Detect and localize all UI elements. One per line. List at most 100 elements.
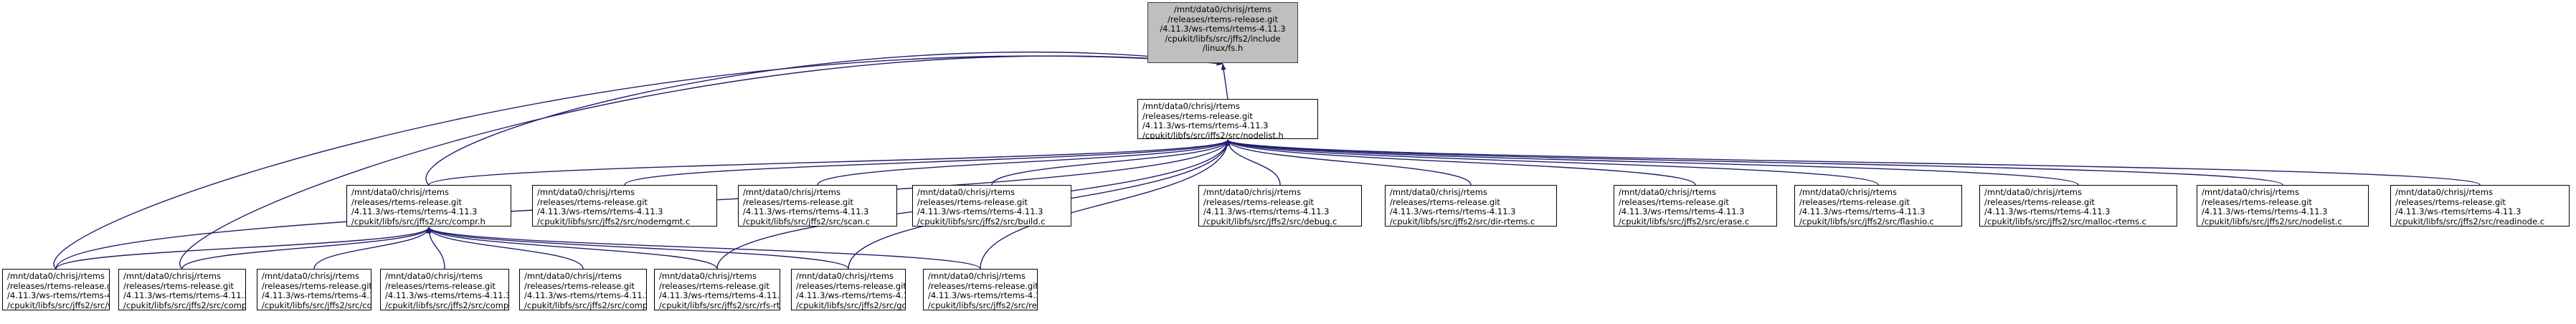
node-line: /mnt/data0/chrisj/rtems (1799, 187, 1897, 197)
node-line: /4.11.3/ws-rtems/rtems-4.11.3 (351, 206, 478, 216)
node-line: /4.11.3/ws-rtems/rtems-4.11.3 (928, 290, 1037, 300)
edge-build_c-to-nodelist_h (991, 139, 1231, 186)
node-line: /4.11.3/ws-rtems/rtems-4.11.3 (1984, 206, 2111, 216)
edge-compr_h-to-root (425, 51, 1223, 186)
node-line: /cpukit/libfs/src/jffs2/src/compr_rubin.… (123, 300, 246, 310)
node-line: /4.11.3/ws-rtems/rtems-4.11.3 (2202, 206, 2328, 216)
graph-node-rfs_rtems_c[interactable]: /mnt/data0/chrisj/rtems/releases/rtems-r… (654, 269, 780, 310)
node-line: /releases/rtems-release.git (917, 196, 1028, 207)
node-line: /cpukit/libfs/src/jffs2/src/gc.c (796, 300, 906, 310)
node-line: /4.11.3/ws-rtems/rtems-4.11.3 (2395, 206, 2521, 216)
graph-node-compr_zlib_c[interactable]: /mnt/data0/chrisj/rtems/releases/rtems-r… (519, 269, 647, 310)
node-line: /mnt/data0/chrisj/rtems (1174, 4, 1272, 14)
node-line: /cpukit/libfs/src/jffs2/src/compr_rtime.… (385, 300, 509, 310)
edge-nodelist_h-to-root (1221, 63, 1228, 100)
graph-node-build_c[interactable]: /mnt/data0/chrisj/rtems/releases/rtems-r… (912, 185, 1071, 227)
graph-node-nodelist_c[interactable]: /mnt/data0/chrisj/rtems/releases/rtems-r… (2197, 185, 2369, 227)
graph-node-root[interactable]: /mnt/data0/chrisj/rtems/releases/rtems-r… (1147, 2, 1298, 63)
node-line: /cpukit/libfs/src/jffs2/src/flashio.c (1799, 216, 1934, 227)
node-line: /releases/rtems-release.git (351, 196, 462, 207)
node-line: /4.11.3/ws-rtems/rtems-4.11.3 (917, 206, 1043, 216)
node-line: /cpukit/libfs/src/jffs2/src/nodelist.h (1142, 130, 1284, 139)
node-line: /releases/rtems-release.git (1799, 196, 1910, 207)
node-line: /cpukit/libfs/src/jffs2/src/build.c (917, 216, 1046, 227)
node-line: /releases/rtems-release.git (928, 280, 1038, 291)
edge-write_c-to-compr_h (55, 227, 432, 270)
graph-node-flashio_c[interactable]: /mnt/data0/chrisj/rtems/releases/rtems-r… (1794, 185, 1962, 227)
node-line: /mnt/data0/chrisj/rtems (524, 271, 622, 281)
node-line: /cpukit/libfs/src/jffs2/src/scan.c (743, 216, 870, 227)
graph-node-malloc_rtems_c[interactable]: /mnt/data0/chrisj/rtems/releases/rtems-r… (1979, 185, 2177, 227)
node-line: /mnt/data0/chrisj/rtems (796, 271, 894, 281)
graph-node-write_c[interactable]: /mnt/data0/chrisj/rtems/releases/rtems-r… (2, 269, 110, 310)
node-line: /4.11.3/ws-rtems/rtems-4.11.3 (796, 290, 905, 300)
graph-node-compr_rtime_c[interactable]: /mnt/data0/chrisj/rtems/releases/rtems-r… (380, 269, 509, 310)
node-line: /releases/rtems-release.git (1142, 110, 1253, 121)
node-line: /mnt/data0/chrisj/rtems (928, 271, 1026, 281)
node-line: /4.11.3/ws-rtems/rtems-4.11.3 (659, 290, 780, 300)
node-line: /releases/rtems-release.git (123, 280, 234, 291)
node-line: /mnt/data0/chrisj/rtems (1984, 187, 2082, 197)
node-line: /releases/rtems-release.git (385, 280, 496, 291)
edge-dir_rtems_c-to-nodelist_h (1225, 139, 1472, 186)
node-line: /cpukit/libfs/src/jffs2/src/rfs-rtems.c (659, 300, 780, 310)
node-line: /4.11.3/ws-rtems/rtems-4.11.3 (7, 290, 109, 300)
node-line: /mnt/data0/chrisj/rtems (917, 187, 1015, 197)
edge-compr_rubin_c-to-compr_h (181, 227, 432, 270)
node-line: /cpukit/libfs/src/jffs2/src/debug.c (1203, 216, 1337, 227)
graph-node-read_c[interactable]: /mnt/data0/chrisj/rtems/releases/rtems-r… (923, 269, 1038, 310)
node-line: /cpukit/libfs/src/jffs2/src/read.c (928, 300, 1037, 310)
node-line: /mnt/data0/chrisj/rtems (351, 187, 449, 197)
edge-flashio_c-to-nodelist_h (1225, 139, 1879, 186)
edge-readinode_c-to-nodelist_h (1225, 139, 2481, 186)
node-line: /releases/rtems-release.git (2202, 196, 2312, 207)
graph-node-dir_rtems_c[interactable]: /mnt/data0/chrisj/rtems/releases/rtems-r… (1385, 185, 1557, 227)
graph-node-gc_c[interactable]: /mnt/data0/chrisj/rtems/releases/rtems-r… (791, 269, 906, 310)
node-line: /linux/fs.h (1202, 43, 1244, 53)
node-line: /releases/rtems-release.git (743, 196, 853, 207)
edge-compr_c-to-compr_h (313, 227, 432, 270)
node-line: /4.11.3/ws-rtems/rtems-4.11.3 (385, 290, 509, 300)
node-line: /4.11.3/ws-rtems/rtems-4.11.3 (1619, 206, 1745, 216)
graph-node-compr_h[interactable]: /mnt/data0/chrisj/rtems/releases/rtems-r… (346, 185, 511, 227)
graph-node-compr_rubin_c[interactable]: /mnt/data0/chrisj/rtems/releases/rtems-r… (118, 269, 246, 310)
node-line: /releases/rtems-release.git (1984, 196, 2095, 207)
graph-node-readinode_c[interactable]: /mnt/data0/chrisj/rtems/releases/rtems-r… (2390, 185, 2570, 227)
node-line: /releases/rtems-release.git (1168, 14, 1278, 24)
graph-node-scan_c[interactable]: /mnt/data0/chrisj/rtems/releases/rtems-r… (738, 185, 897, 227)
edge-read_c-to-compr_h (426, 227, 981, 270)
node-line: /cpukit/libfs/src/jffs2/src/compr.c (262, 300, 371, 310)
graph-node-erase_c[interactable]: /mnt/data0/chrisj/rtems/releases/rtems-r… (1614, 185, 1777, 227)
node-line: /releases/rtems-release.git (1390, 196, 1500, 207)
graph-node-debug_c[interactable]: /mnt/data0/chrisj/rtems/releases/rtems-r… (1198, 185, 1362, 227)
node-line: /cpukit/libfs/src/jffs2/src/malloc-rtems… (1984, 216, 2146, 227)
node-line: /4.11.3/ws-rtems/rtems-4.11.3 (123, 290, 246, 300)
node-line: /4.11.3/ws-rtems/rtems-4.11.3 (1142, 120, 1269, 130)
node-line: /releases/rtems-release.git (796, 280, 906, 291)
graph-node-compr_c[interactable]: /mnt/data0/chrisj/rtems/releases/rtems-r… (257, 269, 371, 310)
node-line: /mnt/data0/chrisj/rtems (1619, 187, 1716, 197)
node-line: /releases/rtems-release.git (262, 280, 371, 291)
node-line: /releases/rtems-release.git (1619, 196, 1729, 207)
node-line: /mnt/data0/chrisj/rtems (1142, 101, 1240, 111)
edge-scan_c-to-nodelist_h (817, 139, 1231, 186)
node-line: /4.11.3/ws-rtems/rtems-4.11.3 (743, 206, 869, 216)
graph-node-nodelist_h[interactable]: /mnt/data0/chrisj/rtems/releases/rtems-r… (1137, 99, 1318, 139)
node-line: /mnt/data0/chrisj/rtems (2395, 187, 2493, 197)
edge-malloc_rtems_c-to-nodelist_h (1225, 139, 2079, 186)
edge-compr_rubin_c-to-root (179, 55, 1223, 270)
graph-node-nodemgmt_c[interactable]: /mnt/data0/chrisj/rtems/releases/rtems-r… (532, 185, 717, 227)
node-line: /mnt/data0/chrisj/rtems (1390, 187, 1487, 197)
node-line: /mnt/data0/chrisj/rtems (1203, 187, 1301, 197)
node-line: /cpukit/libfs/src/jffs2/src/readinode.c (2395, 216, 2545, 227)
node-line: /mnt/data0/chrisj/rtems (537, 187, 635, 197)
node-line: /releases/rtems-release.git (524, 280, 635, 291)
node-line: /4.11.3/ws-rtems/rtems-4.11.3 (1390, 206, 1516, 216)
edge-write_c-to-root (53, 55, 1223, 270)
node-line: /releases/rtems-release.git (537, 196, 648, 207)
node-line: /mnt/data0/chrisj/rtems (385, 271, 483, 281)
node-line: /mnt/data0/chrisj/rtems (2202, 187, 2299, 197)
node-line: /cpukit/libfs/src/jffs2/src/compr_zlib.c (524, 300, 647, 310)
node-line: /4.11.3/ws-rtems/rtems-4.11.3 (1799, 206, 1926, 216)
node-line: /mnt/data0/chrisj/rtems (659, 271, 757, 281)
